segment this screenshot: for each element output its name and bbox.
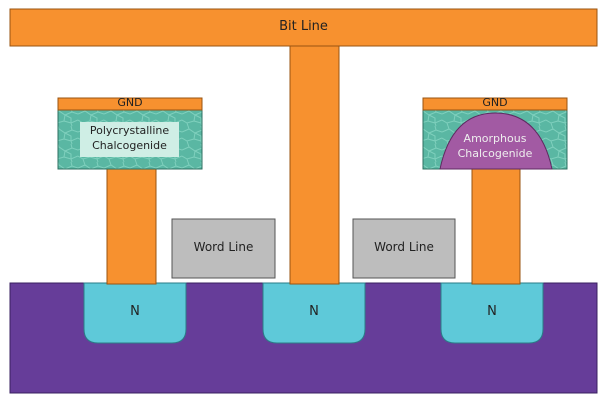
amorphous-region xyxy=(439,112,553,170)
left-label-box xyxy=(80,122,179,157)
word-line-right-label: Word Line xyxy=(374,240,434,254)
bit-line xyxy=(9,8,598,47)
n-well-right xyxy=(440,282,544,344)
bit-line-contact xyxy=(289,45,340,285)
right-material-line2: Chalcogenide xyxy=(457,147,533,160)
left-gnd-label: GND xyxy=(117,96,143,109)
word-line-left-box xyxy=(171,218,276,279)
left-gnd-electrode xyxy=(57,97,203,111)
n-well-left xyxy=(83,282,187,344)
word-line-right-box xyxy=(352,218,456,279)
right-gnd-label: GND xyxy=(482,96,508,109)
right-gnd-electrode xyxy=(422,97,568,111)
left-heater-pillar xyxy=(106,168,157,285)
n-well-middle xyxy=(262,282,366,344)
word-line-left-label: Word Line xyxy=(193,240,254,254)
right-material-line1: Amorphous xyxy=(463,132,527,145)
n-left-label: N xyxy=(130,304,140,319)
right-heater-pillar xyxy=(471,168,521,285)
bit-line-label: Bit Line xyxy=(279,19,328,34)
left-material-line2: Chalcogenide xyxy=(92,139,167,152)
n-right-label: N xyxy=(487,304,497,319)
n-middle-label: N xyxy=(309,304,319,319)
left-material-line1: Polycrystalline xyxy=(89,124,170,137)
